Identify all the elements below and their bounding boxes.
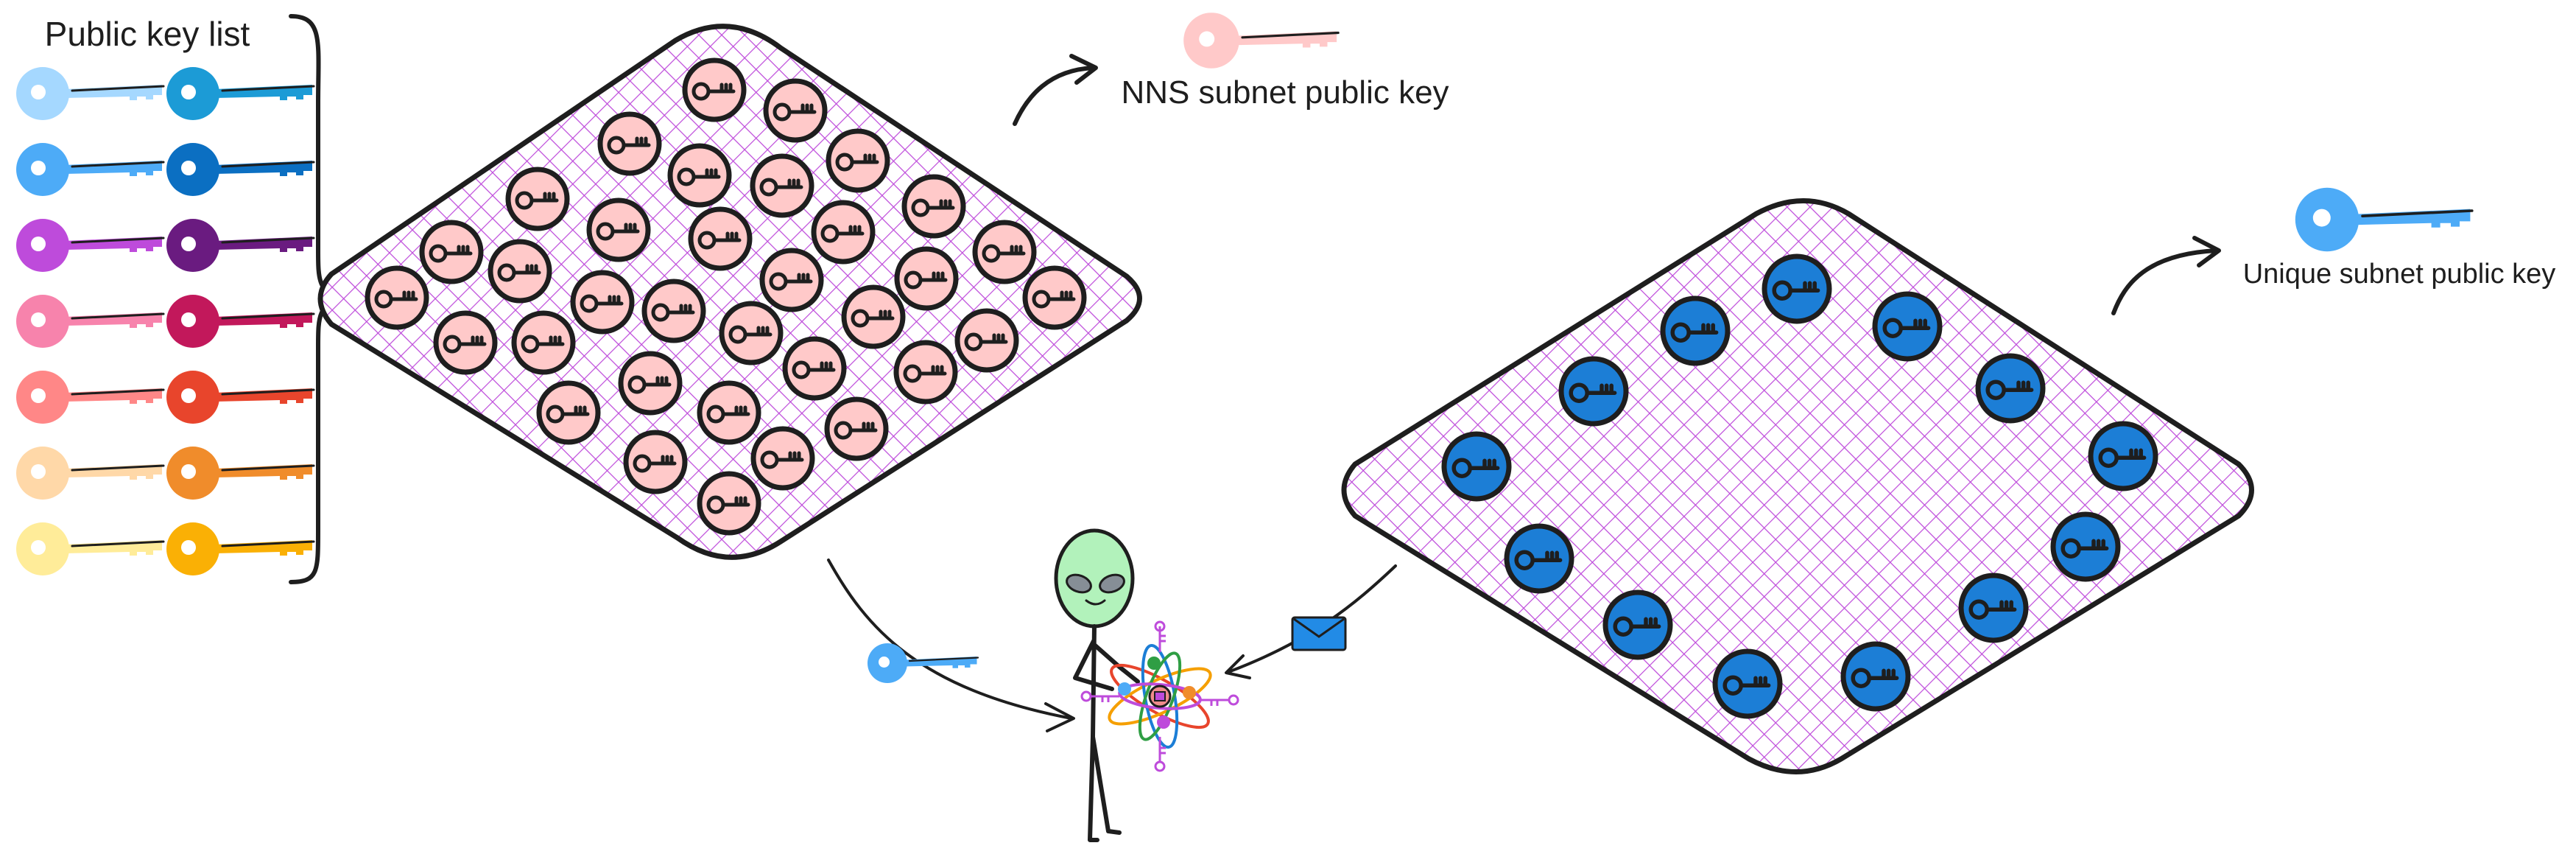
- key-icon: [811, 200, 876, 265]
- unique-subnet-region: [1341, 198, 2254, 774]
- public-key-list: [16, 67, 315, 575]
- transferred-key-icon: [868, 643, 979, 683]
- key-atom-icon: [1080, 620, 1239, 772]
- unique-key-annotation: Unique subnet public key: [2111, 187, 2556, 315]
- public-key-icon: [16, 447, 165, 500]
- key-icon: [1872, 291, 1943, 362]
- key-icon: [641, 279, 706, 343]
- public-key-icon: [16, 219, 165, 272]
- unique-key-arrowhead: [2192, 236, 2221, 267]
- unique-to-alien-flow: [1225, 564, 1397, 679]
- alien-icon: [1054, 528, 1239, 842]
- alien-leg-right: [1091, 735, 1122, 835]
- nns-key-arrowhead: [1069, 54, 1098, 85]
- key-icon: [782, 336, 847, 401]
- key-icon: [1762, 253, 1832, 324]
- public-key-icon: [166, 371, 315, 424]
- key-icon: [623, 430, 688, 494]
- key-icon: [1183, 13, 1340, 69]
- key-icon: [597, 111, 662, 176]
- public-key-list-title: Public key list: [45, 15, 250, 53]
- key-icon: [365, 265, 429, 330]
- key-icon: [2050, 511, 2121, 582]
- key-icon: [1840, 641, 1911, 712]
- public-key-icon: [166, 67, 315, 120]
- key-icon: [954, 308, 1019, 373]
- nns-to-alien-arrow: [827, 559, 1073, 720]
- key-icon: [1958, 573, 2029, 643]
- key-icon: [1602, 589, 1673, 660]
- unique-key-arrow: [2111, 248, 2219, 315]
- key-icon: [759, 248, 824, 312]
- key-icon: [488, 239, 552, 304]
- key-icon: [826, 128, 890, 193]
- alien-arm-right: [1092, 643, 1140, 684]
- public-key-icon: [16, 522, 165, 575]
- nns-to-alien-flow: [827, 559, 1075, 732]
- key-icon: [1441, 431, 1512, 502]
- key-icon: [1558, 356, 1629, 427]
- unique-subnet-nodes: [1441, 253, 2158, 719]
- key-icon: [505, 167, 570, 231]
- key-icon: [1504, 523, 1574, 594]
- alien-eye-right: [1099, 573, 1125, 594]
- nns-key-arrow: [1013, 66, 1096, 126]
- key-icon: [536, 380, 601, 445]
- key-icon: [824, 396, 889, 461]
- key-icon: [682, 57, 747, 122]
- key-icon: [2295, 187, 2474, 252]
- key-icon: [511, 310, 576, 375]
- key-icon: [2088, 421, 2158, 491]
- nns-key-annotation: NNS subnet public key: [1013, 13, 1449, 126]
- nns-public-key-icon: [1183, 13, 1340, 69]
- key-icon: [894, 246, 959, 311]
- key-icon: [750, 153, 814, 218]
- public-key-icon: [166, 522, 315, 575]
- key-icon: [750, 426, 815, 491]
- nns-subnet-region: [317, 24, 1142, 560]
- envelope-icon: [1291, 616, 1347, 651]
- alien-eye-left: [1066, 573, 1092, 594]
- public-key-icon: [166, 143, 315, 196]
- key-icon: [1712, 648, 1783, 719]
- public-key-icon: [166, 295, 315, 348]
- key-icon: [719, 301, 784, 365]
- key-icon: [763, 78, 828, 143]
- nns-subnet-nodes: [365, 57, 1087, 536]
- public-key-icon: [166, 447, 315, 500]
- key-icon: [697, 380, 761, 445]
- key-icon: [697, 471, 761, 536]
- key-icon: [667, 143, 732, 208]
- public-key-icon: [16, 371, 165, 424]
- key-icon: [901, 174, 966, 239]
- nns-to-alien-arrowhead: [1044, 702, 1075, 732]
- key-icon: [1975, 353, 2046, 424]
- unique-subnet-public-key-label: Unique subnet public key: [2243, 259, 2556, 290]
- nns-subnet-public-key-label: NNS subnet public key: [1121, 74, 1449, 111]
- unique-to-alien-arrowhead: [1225, 654, 1251, 679]
- public-key-icon: [166, 219, 315, 272]
- key-icon: [893, 340, 958, 405]
- key-icon: [570, 270, 635, 335]
- key-icon: [586, 197, 651, 262]
- public-key-icon: [16, 295, 165, 348]
- key-icon: [419, 220, 484, 284]
- alien-leg-left: [1088, 735, 1099, 842]
- alien-arm-left: [1073, 639, 1114, 691]
- key-icon: [688, 206, 753, 271]
- key-icon: [433, 310, 498, 375]
- unique-public-key-icon: [2295, 187, 2474, 252]
- key-icon: [841, 284, 906, 349]
- alien-mouth: [1085, 599, 1106, 606]
- public-key-icon: [16, 67, 165, 120]
- key-icon: [618, 351, 683, 416]
- public-key-icon: [16, 143, 165, 196]
- key-icon: [1660, 295, 1731, 366]
- key-icon: [1022, 265, 1087, 330]
- key-icon: [972, 220, 1037, 284]
- key-icon: [868, 643, 979, 683]
